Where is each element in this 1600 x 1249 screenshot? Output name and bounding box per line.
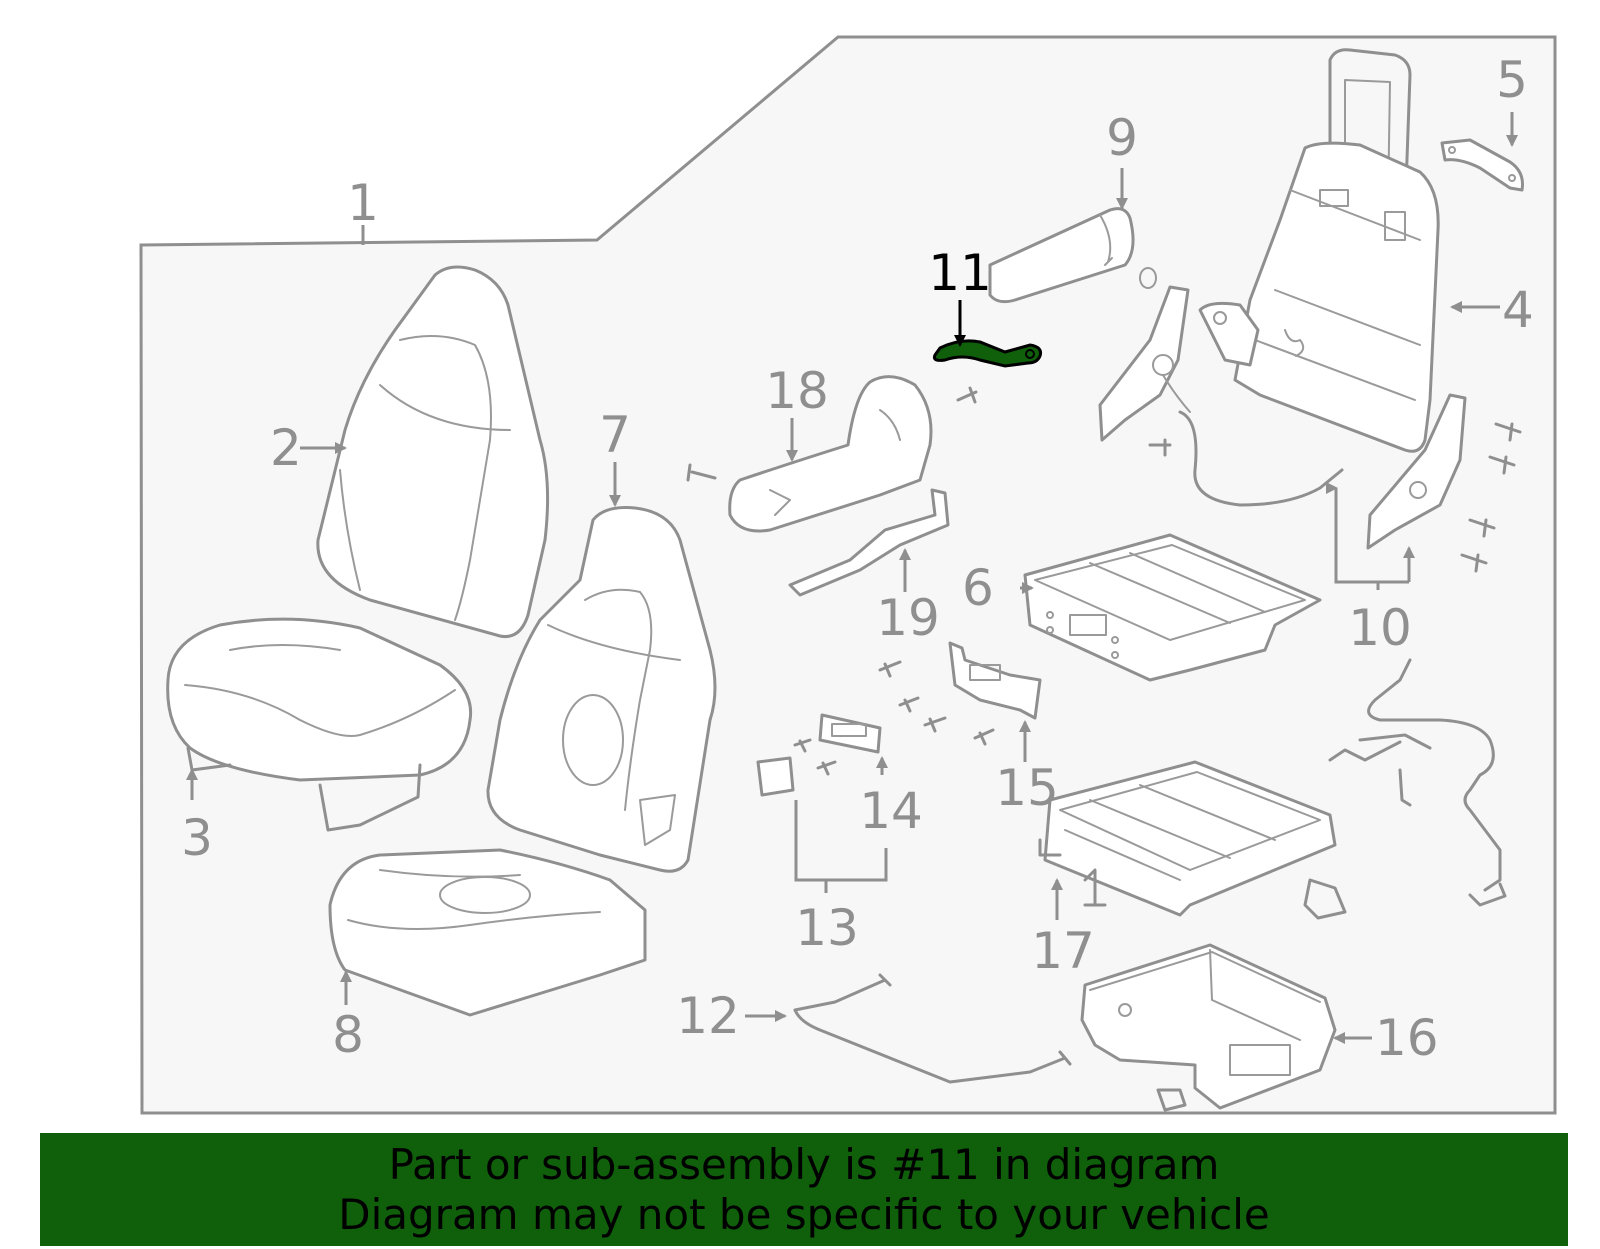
callout-15: 15 xyxy=(995,759,1059,817)
callout-19: 19 xyxy=(876,589,940,647)
callout-11: 11 xyxy=(928,244,992,302)
callout-16: 16 xyxy=(1375,1009,1439,1067)
callout-8: 8 xyxy=(332,1006,364,1064)
wire-harness xyxy=(1328,658,1507,907)
part-2-seat-back-cover xyxy=(316,265,550,639)
callout-7: 7 xyxy=(599,406,631,464)
callout-2: 2 xyxy=(270,419,302,477)
part-5-headrest-guide xyxy=(1440,138,1524,192)
part-16-riser xyxy=(1080,943,1337,1112)
part-15-bracket xyxy=(948,641,1042,720)
callout-leaders xyxy=(186,112,1518,1044)
part-7-seat-back-pad xyxy=(486,506,717,873)
callout-10: 10 xyxy=(1348,599,1412,657)
callout-4: 4 xyxy=(1502,281,1534,339)
callout-5: 5 xyxy=(1496,51,1528,109)
callout-12: 12 xyxy=(676,987,740,1045)
callout-9: 9 xyxy=(1106,109,1138,167)
callout-17: 17 xyxy=(1031,922,1095,980)
part-13-14-plates xyxy=(756,713,882,797)
part-3-seat-cushion-cover xyxy=(166,617,473,832)
part-18-side-trim xyxy=(686,375,978,533)
part-10-recliner xyxy=(1098,285,1467,550)
banner-line-1: Part or sub-assembly is #11 in diagram xyxy=(388,1139,1220,1189)
part-4-seat-back-frame xyxy=(1198,48,1440,453)
part-12-rod xyxy=(793,973,1072,1084)
callout-3: 3 xyxy=(181,809,213,867)
callout-1: 1 xyxy=(347,174,379,232)
part-6-seat-pan xyxy=(1023,533,1322,682)
callout-13: 13 xyxy=(795,899,859,957)
callout-14: 14 xyxy=(859,782,923,840)
info-banner: Part or sub-assembly is #11 in diagram D… xyxy=(40,1133,1568,1246)
part-8-seat-cushion-pad xyxy=(328,848,647,1017)
fasteners xyxy=(793,422,1522,776)
part-19-trim-bracket xyxy=(788,488,950,597)
part-17-seat-track xyxy=(1038,760,1347,920)
callout-18: 18 xyxy=(765,362,829,420)
callout-6: 6 xyxy=(962,559,994,617)
banner-line-2: Diagram may not be specific to your vehi… xyxy=(338,1189,1270,1239)
part-11-lever xyxy=(933,339,1042,368)
callout-labels: 1 2 3 4 5 6 7 8 9 10 11 12 13 14 15 16 1… xyxy=(181,51,1534,1067)
